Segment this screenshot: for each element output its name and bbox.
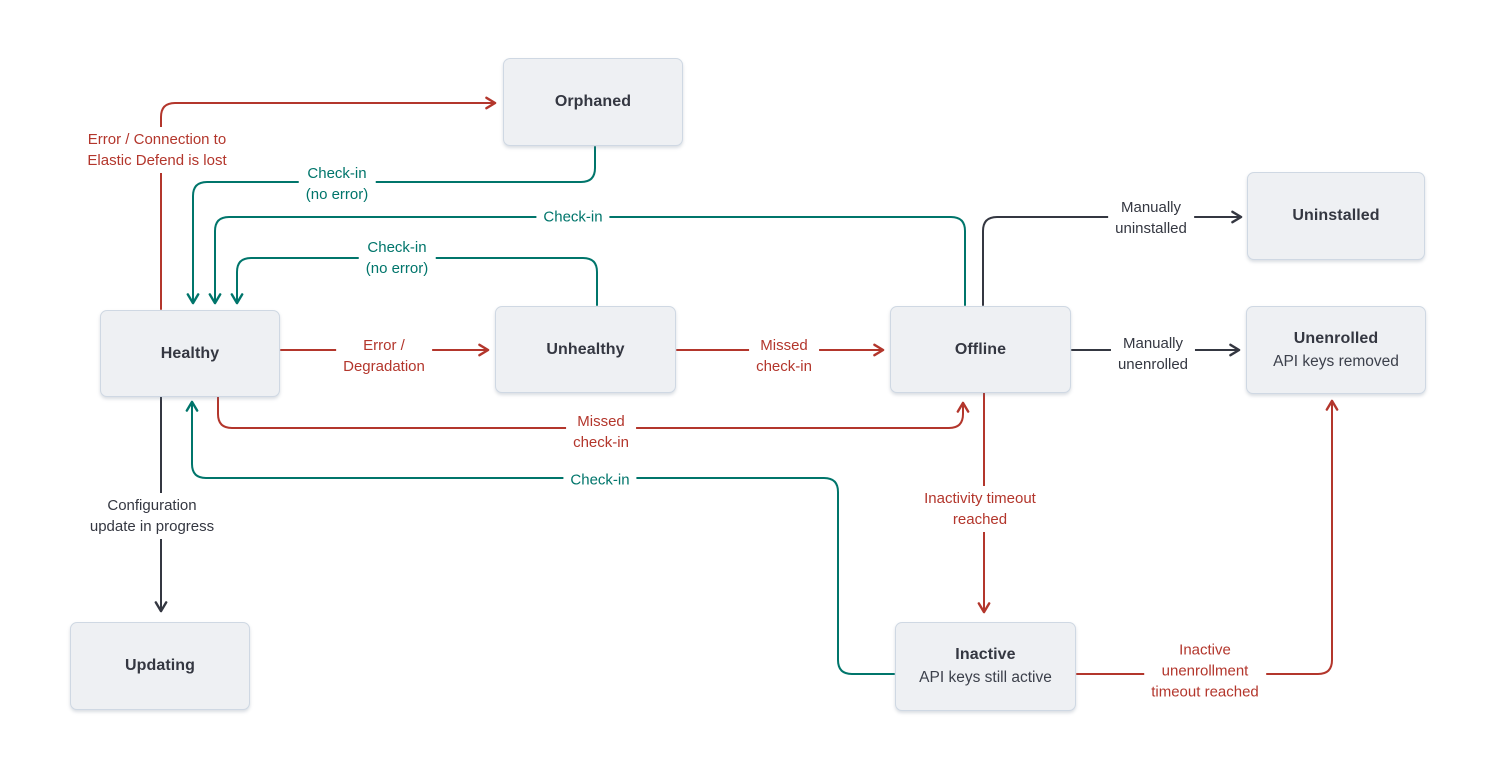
- edge-label-offline-to-unenrolled: Manually unenrolled: [1110, 331, 1196, 377]
- edge-label-line: Elastic Defend is lost: [87, 152, 227, 169]
- node-title: Inactive: [955, 646, 1016, 663]
- edge-label-healthy-to-orphaned: Error / Connection to Elastic Defend is l…: [80, 127, 234, 173]
- node-title: Uninstalled: [1292, 207, 1380, 224]
- node-orphaned: Orphaned: [503, 58, 683, 146]
- node-subtitle: API keys still active: [919, 669, 1052, 686]
- edge-label-healthy-to-offline: Missed check-in: [566, 409, 636, 455]
- edge-label-line: Missed: [760, 337, 808, 354]
- edge-label-line: timeout reached: [1151, 683, 1259, 701]
- edge-label-healthy-to-unhealthy: Error / Degradation: [336, 333, 432, 379]
- edge-label-line: Check-in: [543, 208, 603, 226]
- edge-label-line: unenrolled: [1117, 356, 1189, 373]
- node-updating: Updating: [70, 622, 250, 710]
- node-title: Orphaned: [554, 93, 632, 110]
- edge-label-line: Error /: [363, 337, 405, 354]
- edge-healthy-to-orphaned: [160, 96, 497, 310]
- edge-label-line: Check-in: [307, 165, 367, 182]
- edge-label-line: Check-in: [367, 239, 427, 256]
- edge-label-line: check-in: [756, 358, 812, 375]
- node-title: Healthy: [160, 344, 220, 362]
- node-unhealthy: Unhealthy: [495, 306, 676, 393]
- edge-label-line: update in progress: [89, 518, 215, 535]
- edge-label-line: Inactive: [1179, 641, 1231, 659]
- edge-label-line: Configuration: [107, 497, 197, 514]
- edge-label-line: unenrollment: [1161, 662, 1249, 680]
- edge-label-line: (no error): [365, 260, 429, 277]
- edge-label-offline-to-inactive: Inactivity timeout reached: [917, 486, 1043, 532]
- node-offline: Offline: [890, 306, 1071, 393]
- edge-label-line: Manually: [1122, 335, 1184, 352]
- edge-label-line: uninstalled: [1115, 220, 1187, 237]
- node-title: Unhealthy: [546, 340, 625, 358]
- node-healthy: Healthy: [100, 310, 280, 397]
- node-subtitle: API keys removed: [1273, 352, 1399, 370]
- edge-label-line: Error / Connection to: [87, 131, 227, 148]
- edge-label-line: Manually: [1120, 199, 1182, 216]
- edge-label-line: Check-in: [570, 471, 630, 489]
- node-title: Unenrolled: [1293, 329, 1379, 347]
- node-uninstalled: Uninstalled: [1247, 172, 1425, 260]
- node-title: Offline: [954, 340, 1007, 358]
- edge-label-line: Inactivity timeout: [924, 490, 1036, 507]
- edge-label-line: Degradation: [343, 358, 425, 375]
- edge-inactive-to-healthy: [185, 400, 895, 675]
- edge-inactive-to-unenrolled: [1076, 399, 1339, 675]
- edge-offline-to-uninstalled: [982, 210, 1243, 306]
- edge-label-offline-to-uninstalled: Manually uninstalled: [1108, 195, 1194, 241]
- node-title: Updating: [124, 657, 196, 674]
- edge-label-inactive-to-unenrolled: Inactive unenrollment timeout reached: [1144, 637, 1266, 705]
- edge-label-line: (no error): [305, 186, 369, 203]
- edge-label-offline-to-healthy: Check-in: [536, 204, 610, 230]
- edge-label-unhealthy-to-offline: Missed check-in: [749, 333, 819, 379]
- edge-label-unhealthy-to-healthy: Check-in (no error): [358, 235, 436, 281]
- edge-orphaned-to-healthy: [186, 146, 596, 305]
- edge-label-line: Missed: [577, 413, 625, 430]
- edge-offline-to-healthy: [208, 216, 966, 306]
- edge-label-line: check-in: [573, 434, 629, 451]
- edge-label-line: reached: [952, 511, 1008, 528]
- edge-label-healthy-to-updating: Configuration update in progress: [82, 493, 222, 539]
- edge-label-inactive-to-healthy: Check-in: [563, 467, 637, 493]
- edge-label-orphaned-to-healthy: Check-in (no error): [298, 161, 376, 207]
